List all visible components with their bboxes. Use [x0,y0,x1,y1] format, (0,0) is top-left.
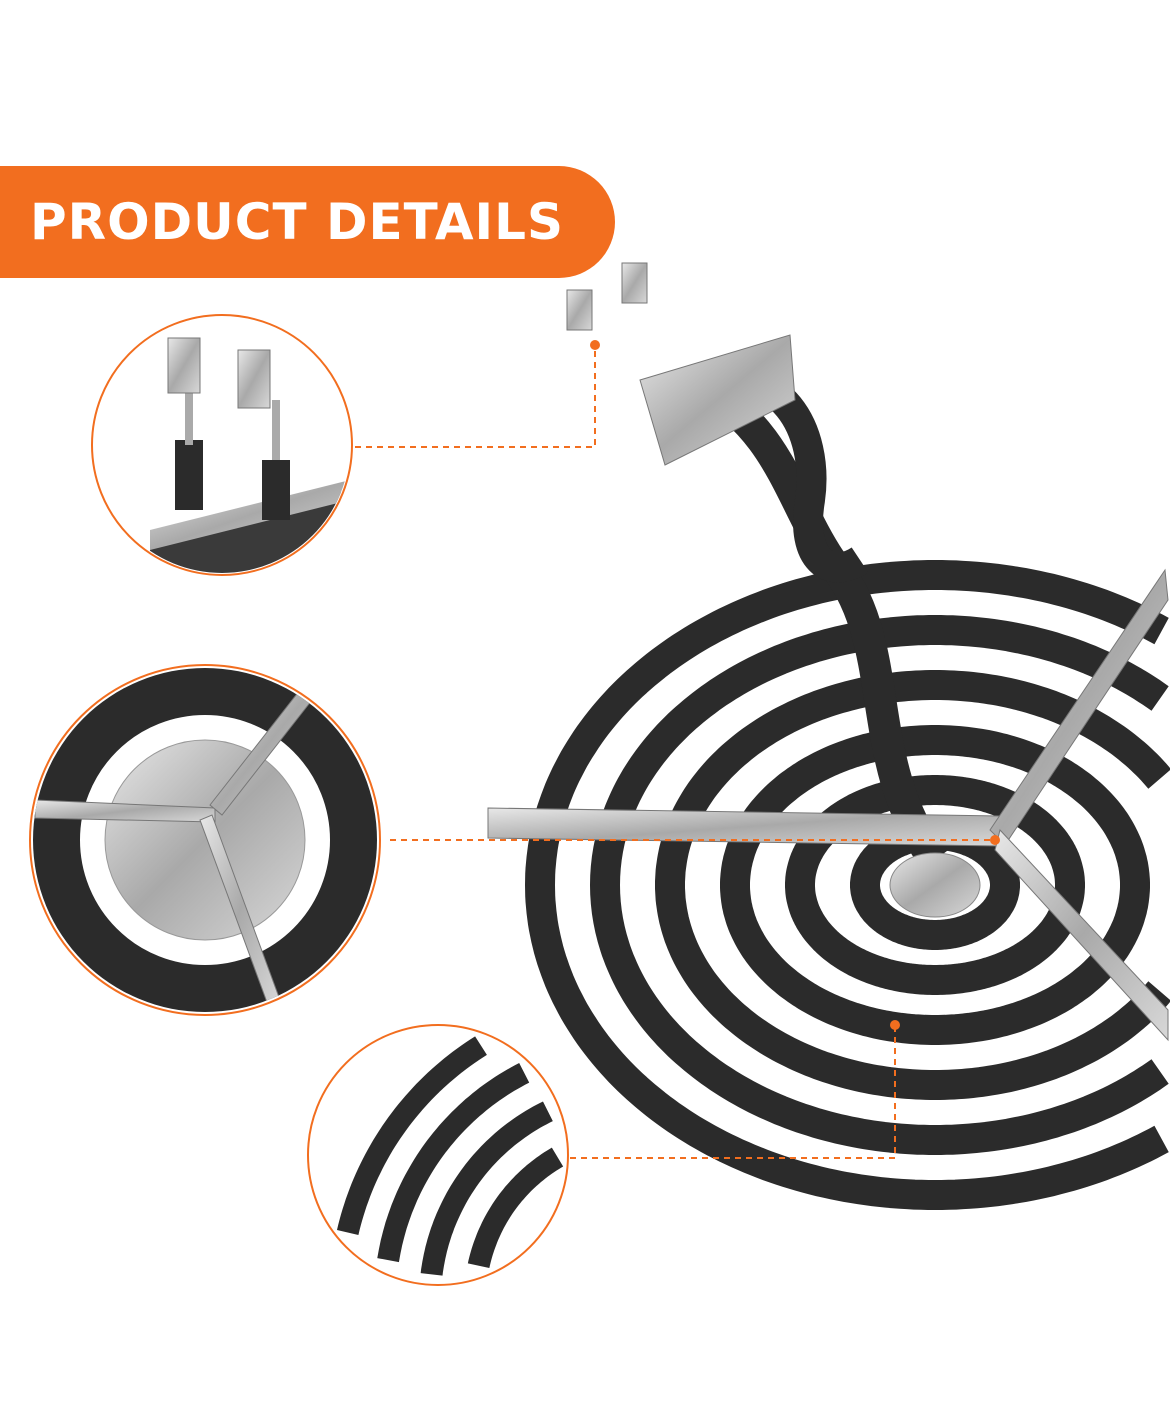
coil-ring [655,670,1170,1100]
coil-ring [785,775,1085,995]
detail-circle-terminals [91,314,353,576]
product-details-banner: PRODUCT DETAILS [0,166,615,278]
coil-ring [524,560,1169,1210]
coil-detail-ring [420,1101,553,1276]
coil-detail-ring [377,1063,530,1263]
callout-lines [355,345,995,1159]
detail-circle-coil [307,1024,569,1286]
callout-dots [590,340,1000,1030]
detail-circle-center [29,664,381,1016]
coil-detail-ring [467,1147,564,1269]
coil-ring [720,725,1150,1045]
terminals [566,262,648,331]
coil-ring [589,615,1169,1155]
support-bracket [487,334,1169,1042]
banner-title: PRODUCT DETAILS [30,193,565,251]
center-cap [889,852,981,918]
heating-coil [524,560,1170,1210]
coil-detail-ring [336,1036,487,1236]
